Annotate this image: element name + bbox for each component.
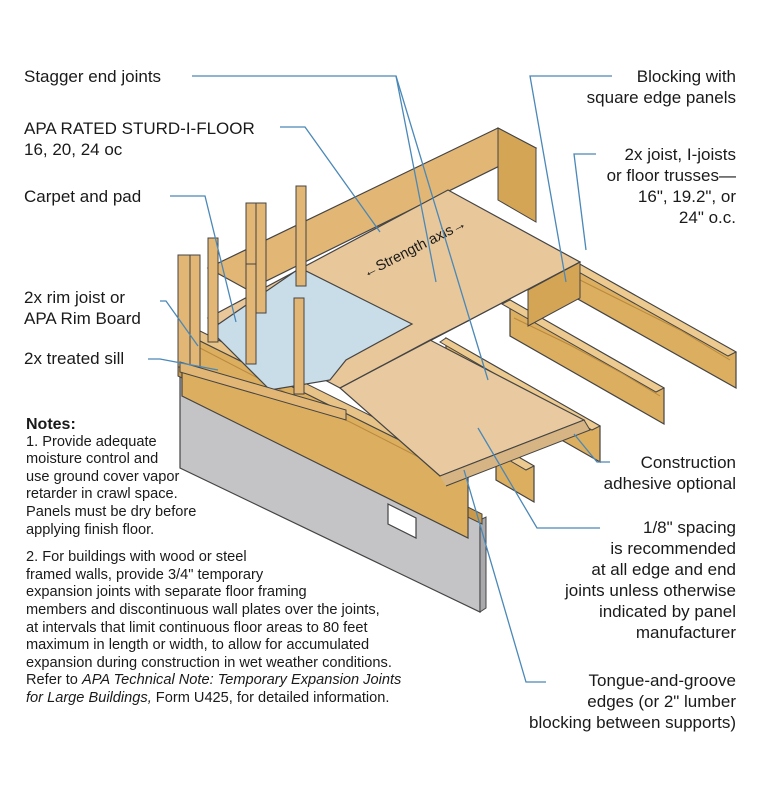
label-text: APA Rim Board bbox=[24, 309, 141, 328]
label-text: at all edge and end bbox=[591, 560, 736, 579]
note-line: framed walls, provide 3/4" temporary bbox=[26, 566, 264, 583]
label-text: is recommended bbox=[610, 539, 736, 558]
note-text: Refer to bbox=[26, 672, 82, 689]
label-text: 2x rim joist or bbox=[24, 288, 126, 307]
leader-lines bbox=[148, 75, 612, 683]
label-text: square edge panels bbox=[586, 88, 736, 107]
label-text: 2x treated sill bbox=[24, 349, 125, 368]
label-treated-sill: 2x treated sill bbox=[24, 348, 124, 369]
note-line: expansion joints with separate floor fra… bbox=[26, 584, 307, 601]
note-reference-title: for Large Buildings, bbox=[26, 689, 152, 706]
note-line: members and discontinuous wall plates ov… bbox=[26, 601, 380, 618]
foundation-vent bbox=[387, 503, 417, 539]
label-text: edges (or 2" lumber bbox=[587, 692, 736, 711]
label-text: adhesive optional bbox=[603, 474, 736, 493]
label-text: or floor trusses— bbox=[606, 166, 736, 185]
label-text: 24" o.c. bbox=[678, 208, 736, 227]
label-joists: 2x joist, I-joists or floor trusses— 16"… bbox=[607, 144, 736, 228]
label-text: Tongue-and-groove bbox=[588, 671, 736, 690]
label-sturd-i-floor: APA RATED STURD-I-FLOOR 16, 20, 24 oc bbox=[24, 118, 255, 160]
note-line: Refer to APA Technical Note: Temporary E… bbox=[26, 672, 466, 690]
label-spacing: 1/8" spacing is recommended at all edge … bbox=[565, 517, 736, 643]
note-line: moisture control and bbox=[26, 451, 159, 468]
label-text: APA RATED STURD-I-FLOOR bbox=[24, 119, 255, 138]
note-reference-title: APA Technical Note: Temporary Expansion … bbox=[81, 672, 402, 689]
note-line: at intervals that limit continuous floor… bbox=[26, 619, 368, 636]
label-text: manufacturer bbox=[635, 623, 736, 642]
note-text: Form U425, for detailed information. bbox=[151, 689, 390, 706]
note-line: 2. For buildings with wood or steel bbox=[26, 549, 247, 566]
note-line: retarder in crawl space. bbox=[26, 486, 178, 503]
label-text: Carpet and pad bbox=[24, 187, 142, 206]
notes-heading: Notes: bbox=[26, 416, 76, 433]
label-text: Construction bbox=[640, 453, 736, 472]
label-blocking: Blocking with square edge panels bbox=[587, 66, 736, 108]
label-text: joints unless otherwise bbox=[564, 581, 736, 600]
label-text: Blocking with bbox=[636, 67, 736, 86]
label-rim-joist: 2x rim joist or APA Rim Board bbox=[24, 287, 141, 329]
label-construction-adhesive: Construction adhesive optional bbox=[604, 452, 736, 494]
label-text: Stagger end joints bbox=[24, 67, 162, 86]
label-text: blocking between supports) bbox=[529, 713, 736, 732]
label-text: 1/8" spacing bbox=[643, 518, 736, 537]
label-stagger-end-joints: Stagger end joints bbox=[24, 66, 161, 87]
label-carpet-pad: Carpet and pad bbox=[24, 186, 141, 207]
wall-framing bbox=[177, 185, 347, 421]
notes-section: Notes: 1. Provide adequate moisture cont… bbox=[26, 416, 466, 708]
back-rim-blocking bbox=[206, 127, 538, 291]
note-line: expansion during construction in wet wea… bbox=[26, 654, 392, 671]
note-line: maximum in length or width, to allow for… bbox=[26, 637, 370, 654]
note-line: 1. Provide adequate bbox=[26, 433, 157, 450]
note-line: for Large Buildings, Form U425, for deta… bbox=[26, 690, 466, 708]
note-line: applying finish floor. bbox=[26, 521, 155, 538]
note-line: Panels must be dry before bbox=[26, 503, 197, 520]
label-text: 2x joist, I-joists bbox=[624, 145, 736, 164]
label-text: indicated by panel bbox=[598, 602, 736, 621]
label-text: 16, 20, 24 oc bbox=[24, 140, 123, 159]
label-tongue-groove: Tongue-and-groove edges (or 2" lumber bl… bbox=[529, 670, 736, 733]
label-text: 16", 19.2", or bbox=[637, 187, 736, 206]
note-line: use ground cover vapor bbox=[26, 468, 180, 485]
